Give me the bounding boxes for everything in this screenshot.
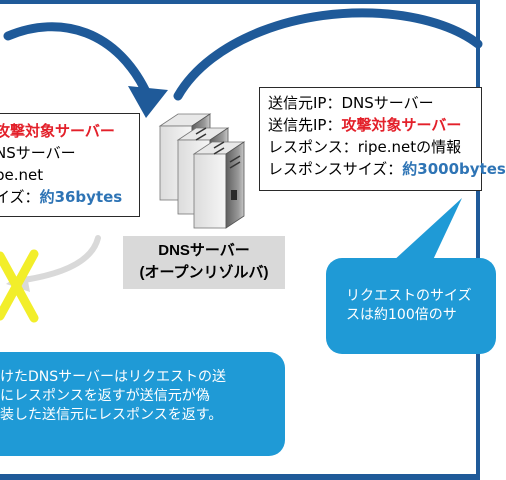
callout-left-line1: けたDNSサーバーはリクエストの送 (0, 369, 226, 385)
request-size: イズ：約36bytes (0, 186, 139, 208)
response-source-ip: 送信元IP：DNSサーバー (268, 94, 434, 112)
request-size-value: 約36bytes (39, 188, 123, 206)
request-packet-box: 攻撃対象サーバー NSサーバー pe.net イズ：約36bytes (0, 113, 140, 217)
cross-mark (0, 249, 39, 323)
frame-bottom (0, 474, 480, 480)
server-stack-icon (158, 112, 260, 230)
request-target: 攻撃対象サーバー (0, 122, 115, 140)
frame-right (476, 0, 480, 480)
response-packet-box: 送信元IP：DNSサーバー 送信先IP：攻撃対象サーバー レスポンス：ripe.… (259, 87, 506, 191)
request-arrow (3, 22, 153, 101)
frame-top (0, 0, 480, 4)
callout-right: リクエストのサイズ スは約100倍のサ (326, 258, 496, 354)
response-dest-label: 送信先IP： (268, 116, 342, 134)
response-dest-value: 攻撃対象サーバー (341, 116, 462, 134)
spoof-arrow (21, 235, 101, 283)
callout-left: けたDNSサーバーはリクエストの送 にレスポンスを返すが送信元が偽 装した送信元… (0, 352, 285, 456)
server-label-line2: (オープンリゾルバ) (139, 264, 269, 281)
response-size: レスポンスサイズ：約3000bytes (268, 158, 506, 180)
callout-left-line3: 装した送信元にレスポンスを返す。 (0, 407, 223, 423)
response-size-label: レスポンスサイズ： (268, 160, 403, 178)
request-source: NSサーバー (0, 144, 76, 162)
callout-left-line2: にレスポンスを返すが送信元が偽 (0, 388, 210, 404)
diagram-arrows (0, 8, 483, 323)
request-query: pe.net (0, 166, 44, 184)
server-label: DNSサーバー (オープンリゾルバ) (123, 236, 285, 289)
callout-right-line2: スは約100倍のサ (346, 307, 457, 323)
response-dest-ip: 送信先IP：攻撃対象サーバー (268, 114, 481, 136)
response-content: レスポンス：ripe.netの情報 (268, 138, 462, 156)
callout-right-tail (392, 198, 462, 262)
server-label-line1: DNSサーバー (158, 242, 250, 259)
request-arrowhead (128, 86, 168, 118)
callout-right-line1: リクエストのサイズ (346, 288, 472, 304)
response-size-value: 約3000bytes (402, 160, 506, 178)
response-arrow (173, 8, 483, 101)
request-size-label: イズ： (0, 188, 40, 206)
